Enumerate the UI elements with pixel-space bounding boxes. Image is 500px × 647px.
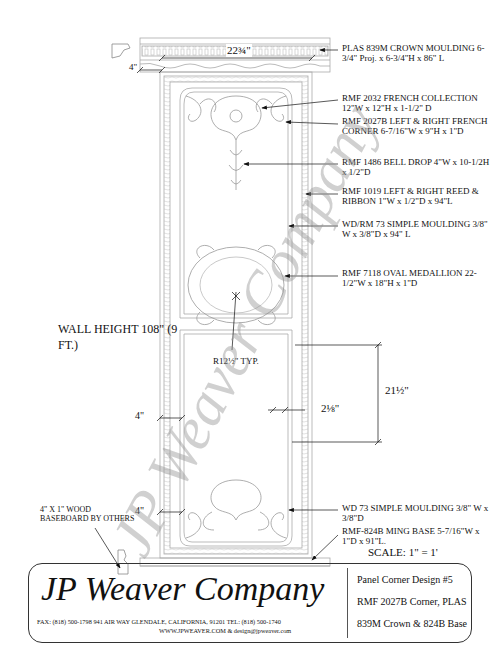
wall-height-note: WALL HEIGHT 108" (9 FT.) [58, 322, 178, 353]
title-line: Panel Corner Design #5 [357, 574, 453, 585]
dimension: 2⅛" [320, 402, 340, 415]
callout-text: WD/RM 73 SIMPLE MOULDING 3/8" W x 3/8"D … [342, 219, 492, 240]
callout-text: RMF 7118 OVAL MEDALLION 22-1/2"W x 18"H … [342, 268, 492, 289]
scale-note: SCALE: 1" = 1' [368, 546, 488, 559]
dimension: 22¾" [226, 44, 252, 57]
dimension: 4" [134, 410, 145, 422]
callout-text: PLAS 839M CROWN MOULDING 6-3/4" Proj. x … [342, 43, 492, 64]
contact-line: FAX: (818) 500-1798 941 AIR WAY GLENDALE… [37, 618, 281, 625]
title-line: 839M Crown & 824B Base [357, 618, 467, 629]
dimension: 4" [128, 62, 138, 72]
title-line: RMF 2027B Corner, PLAS [357, 596, 467, 607]
company-logo: JP Weaver Company [41, 570, 324, 608]
callout-text: RMF 1019 LEFT & RIGHT REED & RIBBON 1"W … [342, 186, 492, 207]
title-block: JP Weaver CompanyFAX: (818) 500-1798 941… [28, 563, 472, 643]
callout-text: WD 73 SIMPLE MOULDING 3/8" W x 3/8"D [342, 503, 492, 524]
contact-line: WWW.JPWEAVER.COM & design@jpweaver.com [159, 627, 291, 634]
dimension: 21½" [384, 384, 410, 397]
callout-text: RMF-824B MING BASE 5-7/16"W x 1"D x 91"L… [342, 526, 492, 547]
divider [347, 568, 348, 638]
